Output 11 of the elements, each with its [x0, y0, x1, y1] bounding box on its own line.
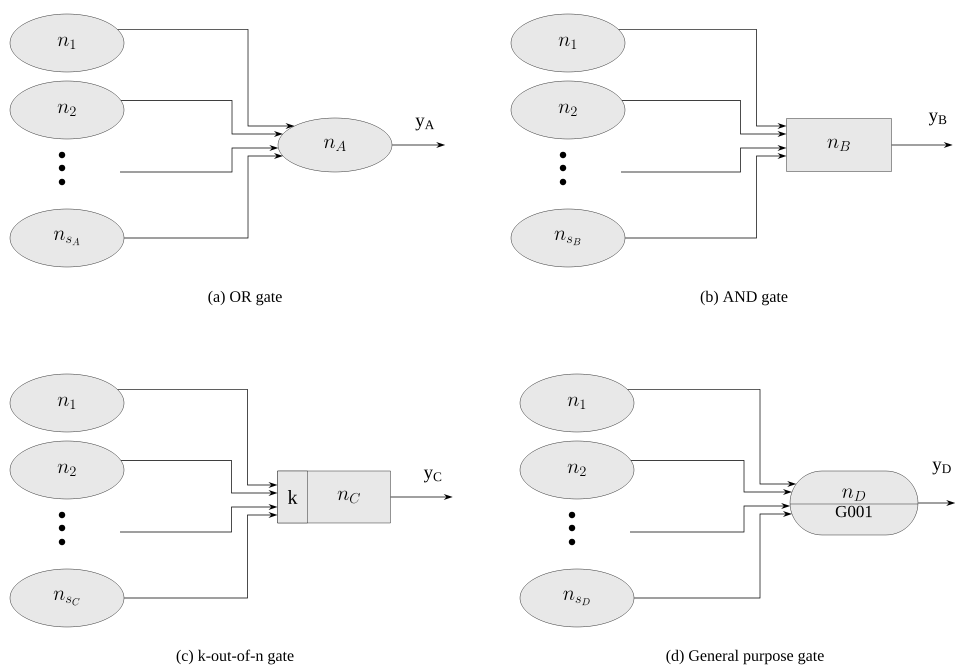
edge-label: $\mathrm{y}_{\mathrm{B}}$: [928, 112, 946, 126]
gate-capsule: $n_D$ G001: [790, 470, 918, 536]
caption: (c) k-out-of-n gate: [176, 650, 294, 664]
threshold-cell: k: [277, 470, 308, 524]
caption: (a) OR gate: [208, 290, 282, 306]
edge-label: $\mathrm{y}_{\mathrm{D}}$: [932, 462, 951, 474]
caption: (d) General purpose gate: [666, 650, 824, 664]
gate-box: $n_B$: [786, 118, 892, 172]
caption: (b) AND gate: [700, 290, 788, 306]
edge-label: $\mathrm{y}_{\mathrm{A}}$: [415, 118, 434, 130]
edge-label: $\mathrm{y}_{\mathrm{C}}$: [424, 470, 442, 482]
